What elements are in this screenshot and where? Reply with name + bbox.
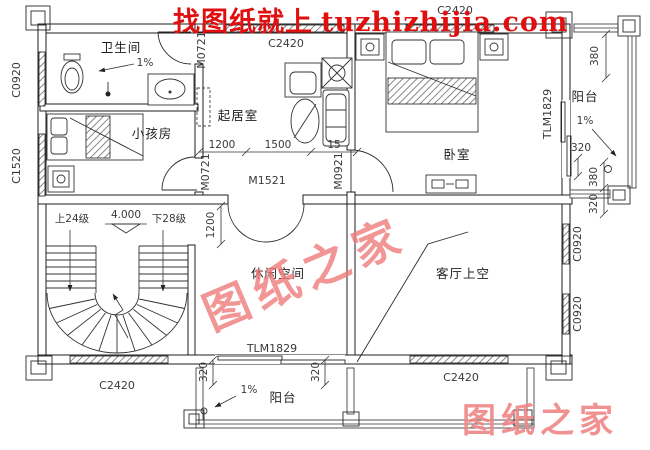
label-m1521-entry: M1521 (248, 174, 286, 187)
room-label-bathroom: 卫生间 (101, 40, 142, 55)
bathroom-fixtures (60, 53, 195, 106)
label-c2420-top-right: C2420 (437, 4, 473, 17)
dim-chain-1500: 1500 (265, 139, 292, 151)
dim-chain-15: 15 (327, 139, 340, 151)
label-m0921-bedroom: M0921 (332, 152, 345, 190)
watermark-top-en: tuzhizhijia.com (321, 7, 568, 38)
room-label-bedroom: 卧室 (443, 147, 470, 162)
balcony-railings (183, 15, 641, 429)
room-label-kids-room: 小孩房 (132, 126, 173, 141)
label-c2420-top-center: C2420 (268, 37, 304, 50)
stair-level-label: 4.000 (111, 209, 141, 221)
plant-top (321, 57, 353, 89)
balcony-drains (200, 165, 612, 415)
doors (157, 31, 572, 365)
corner-columns (25, 5, 573, 381)
dim-balcony-320: 320 (571, 142, 591, 154)
interior-walls (37, 23, 573, 356)
room-label-balcony-right: 阳台 (571, 89, 598, 104)
staircase (46, 223, 188, 354)
slope-balcony-bottom-label: 1% (241, 384, 258, 396)
room-label-living-void: 客厅上空 (436, 266, 490, 281)
dim-bottom-left-320: 320 (198, 362, 210, 382)
opening-labels: C0920 C1520 C2420 C2420 C0920 C0920 C242… (10, 4, 584, 392)
label-c0920-right-upper: C0920 (571, 226, 584, 262)
kids-room-furniture (46, 113, 144, 193)
slope-balcony-right-label: 1% (577, 115, 594, 127)
slope-arrows (98, 63, 617, 408)
stair-down-label: 下28级 (152, 213, 187, 225)
dim-stack-380: 380 (588, 167, 600, 187)
watermark-top: 找图纸就上 tuzhizhijia.com (173, 6, 568, 38)
label-c0920-left: C0920 (10, 62, 23, 98)
slope-labels: 1% 1% 1% (137, 57, 594, 396)
dim-balcony-380: 380 (589, 46, 601, 66)
label-tlm1829-right: TLM1829 (541, 89, 554, 140)
label-m0721-bath: M0721 (195, 31, 208, 69)
dim-bottom-right-320: 320 (310, 362, 322, 382)
stair-labels: 上24级 4.000 下28级 (55, 209, 187, 225)
label-c0920-right-lower: C0920 (571, 296, 584, 332)
windows (38, 24, 570, 364)
dim-chain-1200: 1200 (209, 139, 236, 151)
label-m0721-kids: M0721 (199, 153, 212, 191)
living-room-furniture (284, 57, 353, 147)
stair-up-label: 上24级 (55, 213, 90, 225)
void-opening-line (356, 231, 469, 363)
bedroom-furniture (355, 31, 509, 194)
label-c2420-bottom-right: C2420 (443, 371, 479, 384)
room-label-living-room: 起居室 (218, 108, 259, 123)
dimension-labels: 1200 1500 15 1200 380 320 380 320 320 32… (198, 46, 601, 382)
dim-stair-opening-1200: 1200 (205, 212, 217, 239)
dimension-marks (194, 29, 611, 390)
label-tlm1829-bottom: TLM1829 (246, 342, 297, 355)
room-label-leisure-space: 休闲空间 (251, 266, 305, 281)
label-c2420-bottom-left: C2420 (99, 379, 135, 392)
watermark-top-cn: 找图纸就上 (173, 6, 313, 38)
dim-stack-320: 320 (588, 194, 600, 214)
label-c1520-left: C1520 (10, 148, 23, 184)
watermark-corner: 图纸之家 (462, 401, 618, 441)
room-labels: 卫生间 小孩房 起居室 卧室 休闲空间 客厅上空 阳台 阳台 (101, 40, 598, 405)
room-label-balcony-bottom: 阳台 (269, 390, 296, 405)
slope-bathroom-label: 1% (137, 57, 154, 69)
